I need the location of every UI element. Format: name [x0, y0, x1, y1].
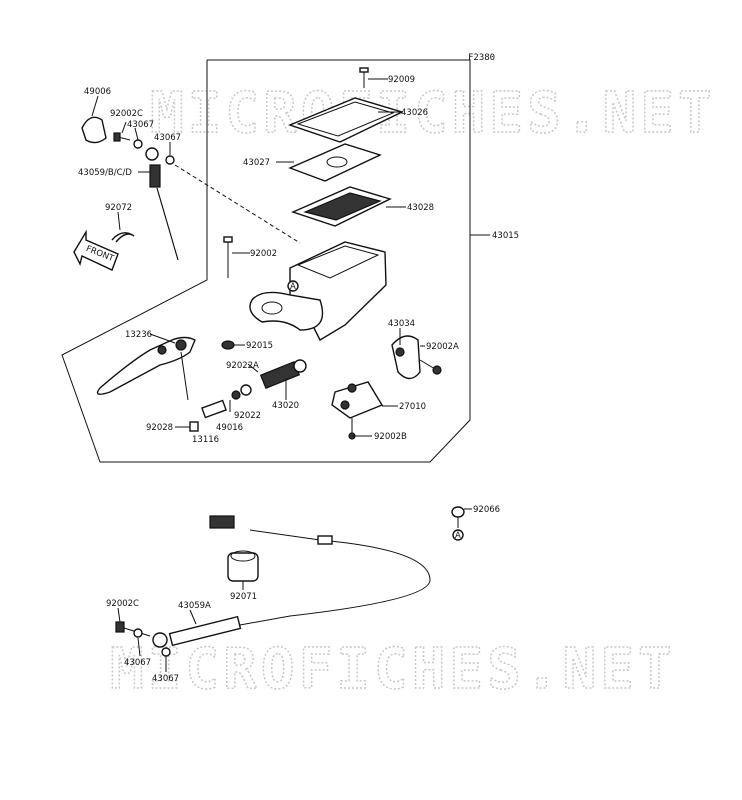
dashed-alignment-line: [174, 164, 301, 244]
watermark-top: MICROFICHES.NET: [150, 81, 716, 146]
bracket-27010: [331, 381, 384, 419]
label-92066: 92066: [473, 505, 500, 515]
label-92072: 92072: [105, 203, 132, 213]
leader-lines: [91, 78, 490, 672]
label-92071: 92071: [230, 592, 257, 602]
push-rod-49016: [189, 399, 227, 432]
bolt-92002: [223, 236, 233, 278]
front-direction-arrow: FRONT: [73, 229, 119, 271]
label-13236: 13236: [125, 330, 152, 340]
nut-92015: [221, 340, 235, 350]
watermark-bottom: MICROFICHES.NET: [110, 637, 676, 702]
collar-92071: [227, 550, 259, 582]
master-cylinder-body: [249, 241, 387, 341]
diagram-code: F2380: [468, 53, 495, 63]
bolt-92002c-bottom: [115, 621, 151, 637]
reference-a-label-2: A: [455, 531, 461, 541]
label-43059a: 43059A: [178, 601, 211, 611]
label-13116: 13116: [192, 435, 219, 445]
label-43059bcd: 43059/B/C/D: [78, 168, 132, 178]
label-43020: 43020: [272, 401, 299, 411]
washer-43067-a: [133, 139, 143, 149]
washer-43067-d: [161, 647, 171, 657]
label-43026: 43026: [401, 108, 428, 118]
screw-92009: [359, 67, 369, 88]
label-43067-c: 43067: [124, 658, 151, 668]
washer-43067-c: [133, 628, 143, 638]
clamp-92072: [111, 232, 135, 243]
label-92009: 92009: [388, 75, 415, 85]
piston-assembly-43020: [231, 359, 307, 400]
label-43028: 43028: [407, 203, 434, 213]
label-92002: 92002: [250, 249, 277, 259]
label-92002b: 92002B: [374, 432, 407, 442]
hose-upper-end: [150, 490, 235, 529]
assembly-outline: [61, 59, 471, 463]
label-49006: 49006: [84, 87, 111, 97]
label-92022: 92022: [234, 411, 261, 421]
label-43027: 43027: [243, 158, 270, 168]
label-92002a: 92002A: [426, 342, 459, 352]
label-92015: 92015: [246, 341, 273, 351]
label-49016: 49016: [216, 423, 243, 433]
label-92028: 92028: [146, 423, 173, 433]
reference-a-marker: A: [287, 280, 299, 292]
label-43034: 43034: [388, 319, 415, 329]
bolt-92002a: [419, 359, 442, 375]
reservoir-cap-43026: [288, 97, 404, 143]
clutch-hose-line: [239, 529, 431, 626]
reference-a-label: A: [290, 282, 296, 292]
label-92002c-bottom: 92002C: [106, 599, 139, 609]
bolt-92002c-top: [113, 132, 131, 142]
label-27010: 27010: [399, 402, 426, 412]
label-43067-d: 43067: [152, 674, 179, 684]
diaphragm-plate-43027: [288, 143, 382, 182]
diaphragm-43028: [291, 186, 392, 227]
dust-cover-49006: [81, 116, 107, 144]
label-43067-b: 43067: [154, 133, 181, 143]
clutch-lever-13236: [96, 336, 196, 401]
bleeder-cap-92066: A: [451, 506, 465, 541]
label-43015: 43015: [492, 231, 519, 241]
label-92022a: 92022A: [226, 361, 259, 371]
clamp-43034: [391, 335, 421, 380]
label-92002c-top: 92002C: [110, 109, 143, 119]
washer-43067-b: [165, 155, 175, 165]
label-43067-a: 43067: [127, 120, 154, 130]
hose-lower-end-43059a: [152, 615, 242, 648]
banjo-hose-43059: [145, 147, 179, 261]
